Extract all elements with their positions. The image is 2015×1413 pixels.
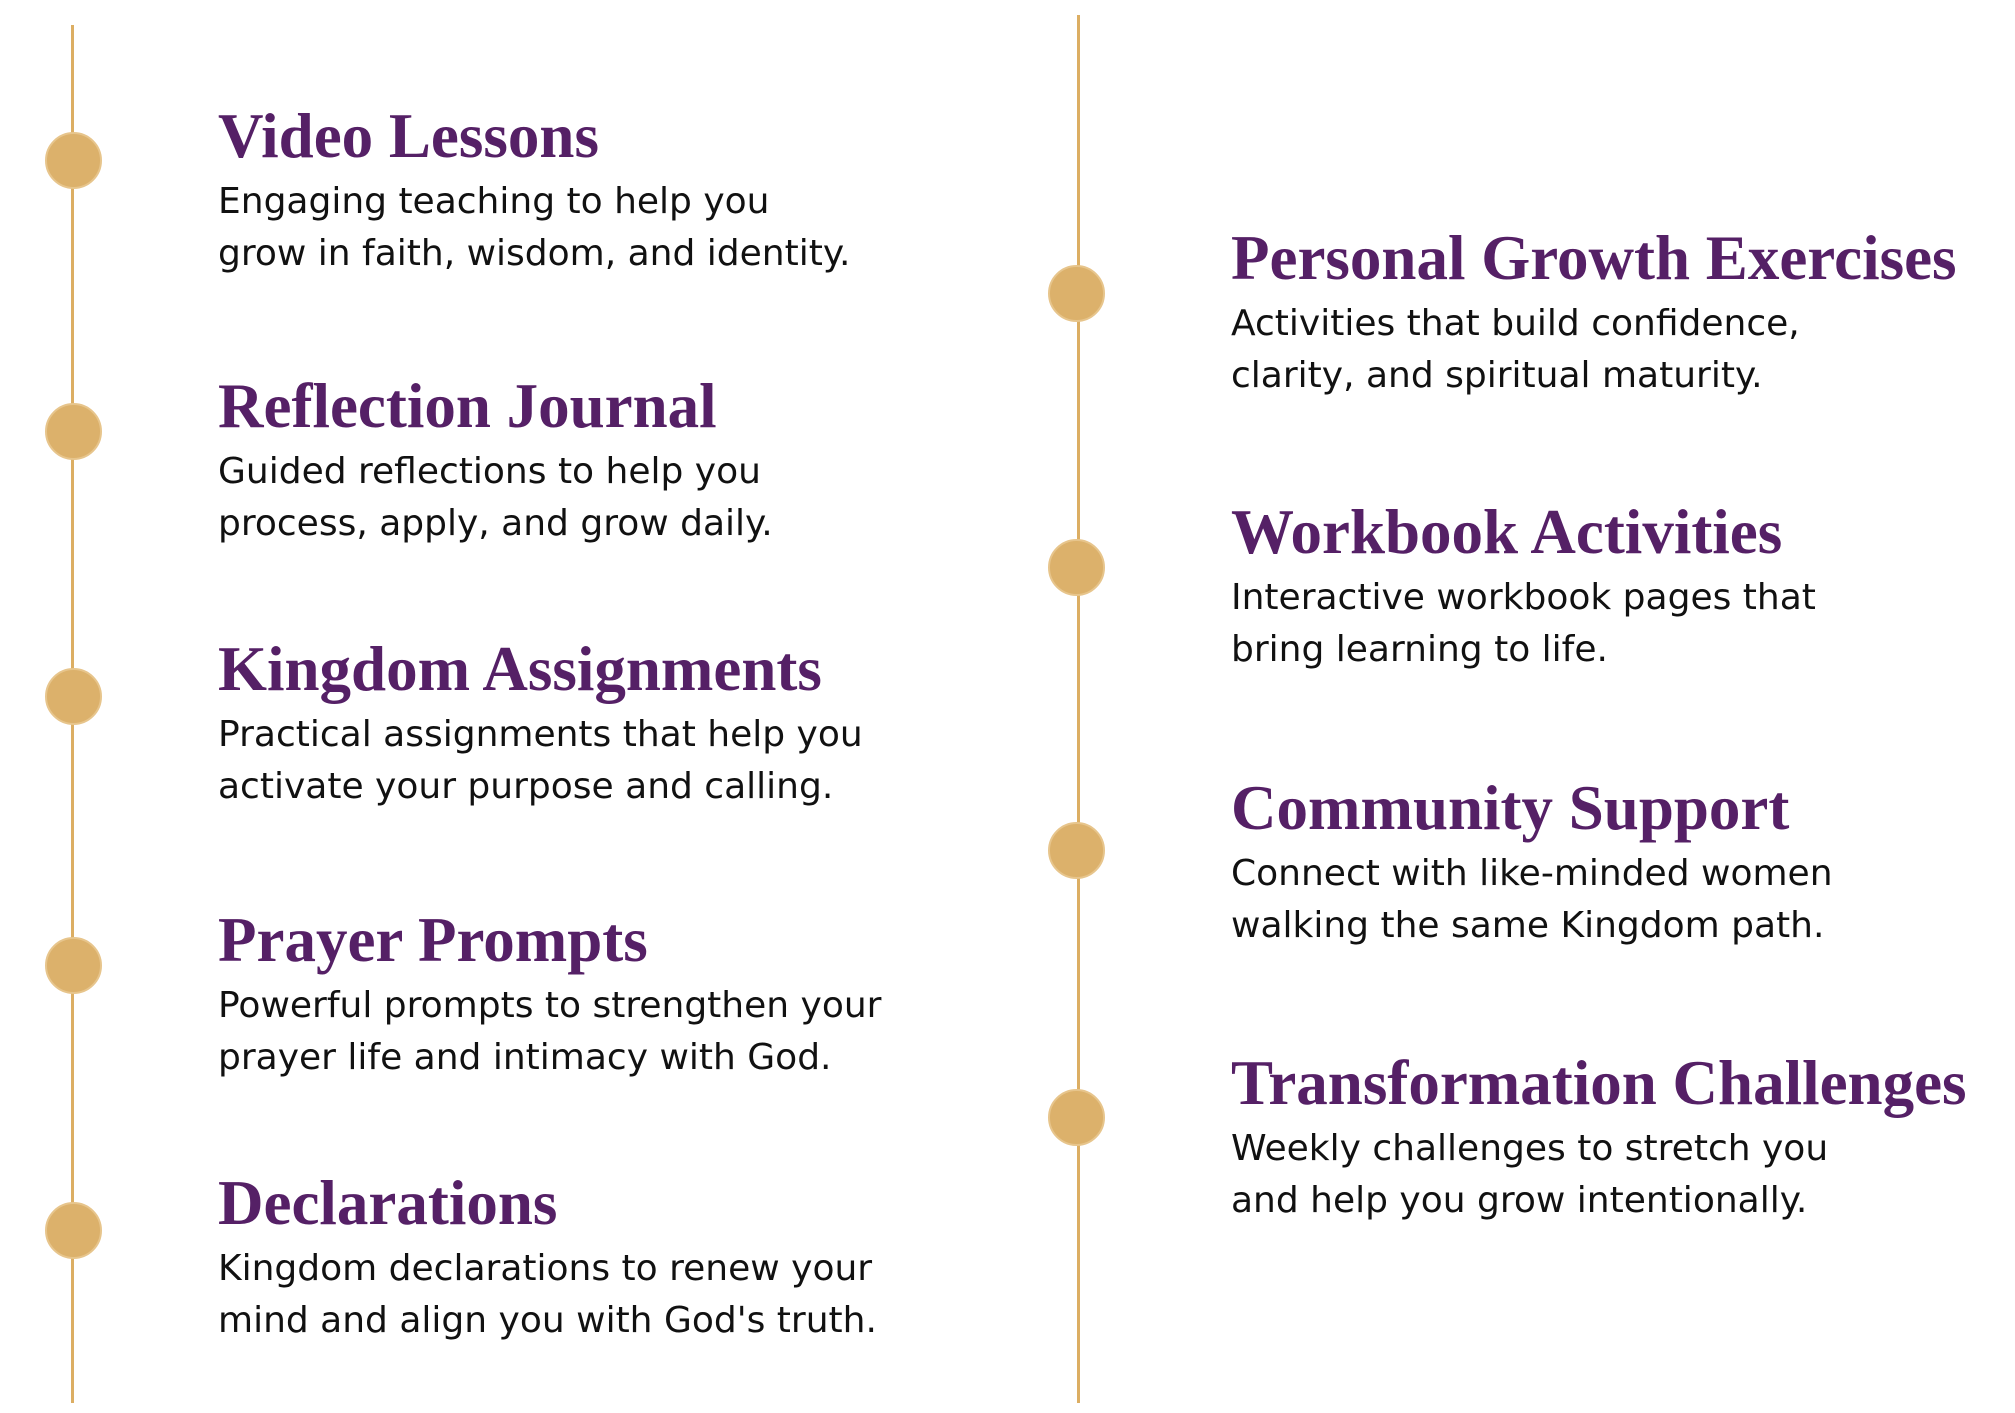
feature-item-reflection-journal: Reflection Journal Guided reflections to… (0, 370, 1000, 570)
feature-title: Reflection Journal (218, 371, 717, 441)
feature-description: Practical assignments that help you acti… (218, 714, 863, 807)
feature-title: Prayer Prompts (218, 905, 648, 975)
feature-item-personal-growth-exercises: Personal Growth Exercises Activities tha… (1000, 222, 2015, 422)
timeline-dot-icon (45, 132, 102, 189)
right-timeline-column: Personal Growth Exercises Activities tha… (1000, 0, 2015, 1413)
feature-description: Guided reflections to help you process, … (218, 451, 773, 544)
timeline-dot-icon (45, 668, 102, 725)
feature-item-prayer-prompts: Prayer Prompts Powerful prompts to stren… (0, 904, 1000, 1104)
timeline-dot-icon (45, 403, 102, 460)
right-timeline-line (1077, 15, 1080, 1403)
feature-text: Video Lessons Engaging teaching to help … (218, 100, 978, 280)
feature-description: Engaging teaching to help you grow in fa… (218, 181, 851, 274)
feature-text: Declarations Kingdom declarations to ren… (218, 1167, 978, 1347)
feature-text: Community Support Connect with like-mind… (1231, 772, 2011, 952)
feature-text: Personal Growth Exercises Activities tha… (1231, 222, 2011, 402)
feature-item-workbook-activities: Workbook Activities Interactive workbook… (1000, 496, 2015, 696)
feature-description: Kingdom declarations to renew your mind … (218, 1248, 877, 1341)
feature-text: Prayer Prompts Powerful prompts to stren… (218, 904, 978, 1084)
feature-title: Video Lessons (218, 101, 599, 171)
feature-title: Personal Growth Exercises (1231, 223, 1957, 293)
feature-text: Workbook Activities Interactive workbook… (1231, 496, 2011, 676)
timeline-dot-icon (1048, 539, 1105, 596)
feature-description: Powerful prompts to strengthen your pray… (218, 985, 882, 1078)
feature-title: Kingdom Assignments (218, 634, 822, 704)
timeline-dot-icon (1048, 822, 1105, 879)
feature-title: Declarations (218, 1168, 558, 1238)
timeline-dot-icon (45, 937, 102, 994)
feature-text: Reflection Journal Guided reflections to… (218, 370, 978, 550)
feature-item-declarations: Declarations Kingdom declarations to ren… (0, 1167, 1000, 1367)
feature-title: Transformation Challenges (1231, 1048, 1967, 1118)
feature-description: Activities that build confidence, clarit… (1231, 303, 1800, 396)
left-timeline-column: Video Lessons Engaging teaching to help … (0, 0, 1000, 1413)
timeline-dot-icon (1048, 265, 1105, 322)
feature-title: Community Support (1231, 773, 1790, 843)
feature-description: Weekly challenges to stretch you and hel… (1231, 1128, 1829, 1221)
feature-text: Transformation Challenges Weekly challen… (1231, 1047, 2011, 1227)
timeline-dot-icon (45, 1202, 102, 1259)
timeline-dot-icon (1048, 1089, 1105, 1146)
feature-item-transformation-challenges: Transformation Challenges Weekly challen… (1000, 1047, 2015, 1247)
feature-description: Interactive workbook pages that bring le… (1231, 577, 1816, 670)
feature-item-community-support: Community Support Connect with like-mind… (1000, 772, 2015, 972)
feature-title: Workbook Activities (1231, 497, 1783, 567)
feature-description: Connect with like-minded women walking t… (1231, 853, 1833, 946)
feature-item-video-lessons: Video Lessons Engaging teaching to help … (0, 100, 1000, 300)
feature-item-kingdom-assignments: Kingdom Assignments Practical assignment… (0, 633, 1000, 833)
feature-text: Kingdom Assignments Practical assignment… (218, 633, 978, 813)
